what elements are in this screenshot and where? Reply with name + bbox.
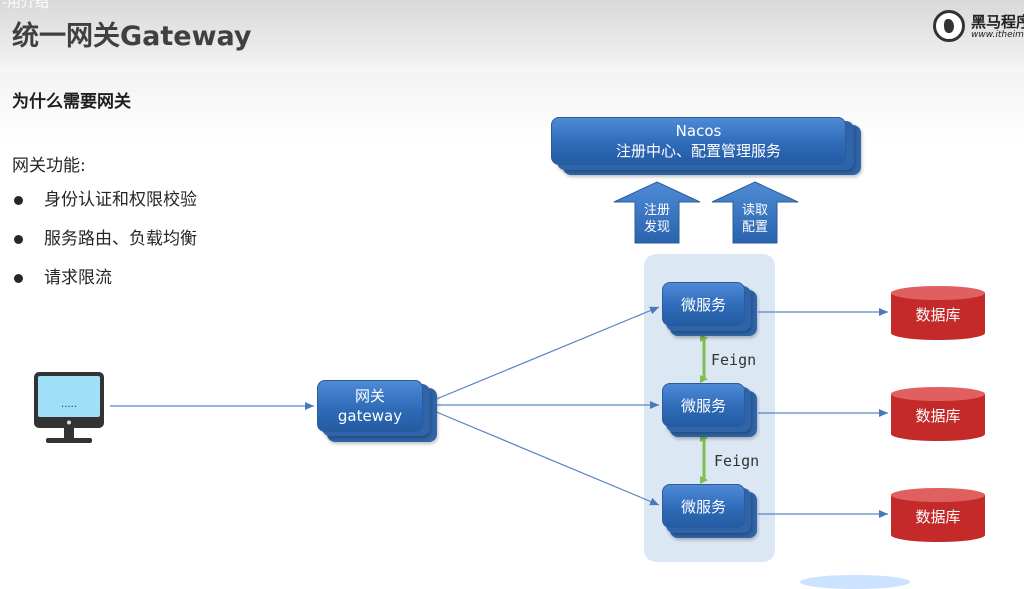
- logo-text: 黑马程序: [971, 13, 1024, 31]
- gateway-to-ms3-link: [433, 410, 660, 506]
- database-label: 数据库: [915, 306, 961, 324]
- database-cylinder: 数据库: [890, 487, 986, 543]
- function-item: 服务路由、负载均衡: [12, 227, 197, 266]
- microservice-box: 微服务: [662, 282, 745, 326]
- gateway-label-cn: 网关: [354, 387, 385, 405]
- up-arrow-icon: [711, 181, 799, 244]
- brand-logo: 黑马程序 www.itheima: [933, 10, 1024, 50]
- section-subtitle: 为什么需要网关: [12, 92, 131, 112]
- arrow-label-line2: 配置: [741, 220, 768, 235]
- database-icon: [891, 387, 985, 441]
- up-arrow-icon: [613, 181, 701, 244]
- client-screen-text: .....: [61, 399, 77, 410]
- arrow-label-line2: 发现: [643, 220, 670, 235]
- microservice-box: 微服务: [662, 484, 745, 528]
- database-icon: [891, 488, 985, 542]
- read-config-arrow: 读取 配置: [710, 180, 800, 245]
- section-clip-text: -用介绍: [2, 0, 50, 11]
- gateway-label-en: gateway: [337, 407, 403, 425]
- database-cylinder: 数据库: [890, 285, 986, 341]
- arrow-label-line1: 读取: [741, 203, 768, 218]
- nacos-title: Nacos: [675, 122, 722, 140]
- decorative-blob: [800, 575, 910, 589]
- functions-list: 身份认证和权限校验 服务路由、负载均衡 请求限流: [12, 188, 197, 305]
- horse-logo-icon: [933, 10, 965, 42]
- gateway-box: 网关 gateway: [317, 380, 423, 432]
- arrow-label-line1: 注册: [643, 203, 670, 218]
- gateway-to-ms1-link: [433, 306, 660, 401]
- feign-label: Feign: [711, 351, 757, 369]
- nacos-subtitle: 注册中心、配置管理服务: [615, 142, 781, 160]
- nacos-box: Nacos 注册中心、配置管理服务: [551, 117, 846, 165]
- database-cylinder: 数据库: [890, 386, 986, 442]
- function-item: 身份认证和权限校验: [12, 188, 197, 227]
- function-item: 请求限流: [12, 266, 197, 305]
- client-computer-icon: .....: [34, 372, 104, 443]
- register-discover-arrow: 注册 发现: [612, 180, 702, 245]
- functions-label: 网关功能:: [12, 156, 86, 176]
- feign-label: Feign: [714, 452, 760, 470]
- database-icon: [891, 286, 985, 340]
- logo-url: www.itheima: [971, 30, 1024, 40]
- header-band: [0, 0, 1024, 72]
- microservice-box: 微服务: [662, 383, 745, 427]
- slide-title: 统一网关Gateway: [12, 21, 252, 52]
- database-label: 数据库: [915, 508, 961, 526]
- database-label: 数据库: [915, 407, 961, 425]
